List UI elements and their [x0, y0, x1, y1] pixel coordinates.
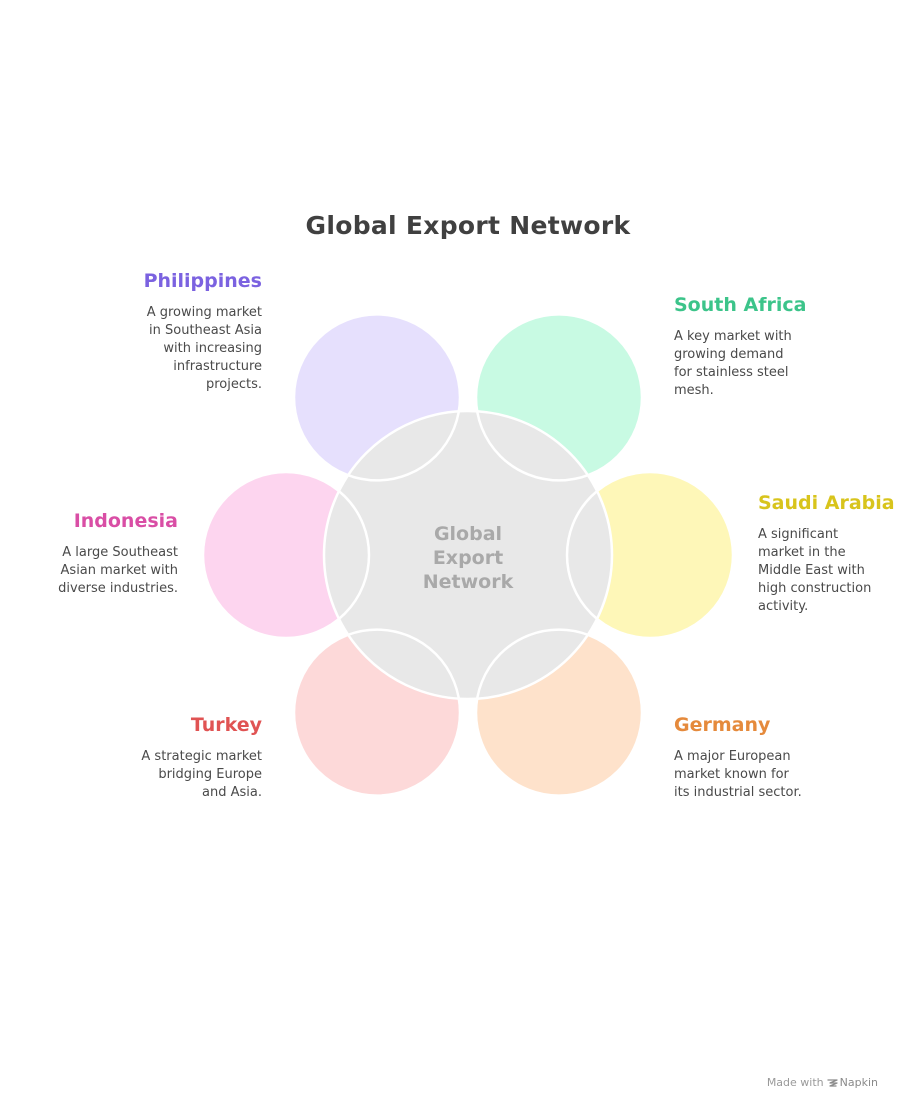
- center-circle: [322, 409, 614, 701]
- market-description: A large Southeast Asian market with dive…: [58, 545, 178, 596]
- center-label-line: Global: [433, 523, 503, 545]
- petal-outline-south-africa: [474, 313, 644, 482]
- petal-outline-turkey: [292, 628, 462, 797]
- petal-outline-saudi-arabia: [565, 470, 735, 640]
- market-south-africa: South Africa A key market with growing d…: [674, 292, 806, 400]
- market-name: South Africa: [674, 294, 807, 316]
- market-indonesia: Indonesia A large Southeast Asian market…: [58, 508, 178, 598]
- market-description: A key market with growing demand for sta…: [674, 329, 792, 398]
- petal-outline-indonesia: [201, 470, 371, 640]
- market-name: Germany: [674, 714, 771, 736]
- market-germany: Germany A major European market known fo…: [674, 712, 802, 802]
- center-label-line: Export: [432, 547, 504, 569]
- footer-brand: Napkin: [839, 1076, 878, 1089]
- market-saudi-arabia: Saudi Arabia A significant market in the…: [758, 490, 895, 616]
- market-description: A strategic market bridging Europe and A…: [141, 749, 262, 800]
- market-philippines: Philippines A growing market in Southeas…: [144, 268, 262, 394]
- market-name: Saudi Arabia: [758, 492, 895, 514]
- market-name: Indonesia: [73, 510, 178, 532]
- made-with-napkin-credit[interactable]: Made with Napkin: [767, 1076, 878, 1089]
- petal-saudi-arabia: [567, 472, 733, 638]
- center-label-line: Network: [422, 571, 514, 593]
- center-label: Global Export Network: [388, 522, 548, 594]
- market-name: Turkey: [190, 714, 262, 736]
- market-description: A major European market known for its in…: [674, 749, 802, 800]
- napkin-logo-icon: [826, 1079, 838, 1087]
- petal-outline-philippines: [292, 313, 462, 482]
- market-description: A growing market in Southeast Asia with …: [146, 305, 262, 392]
- footer-prefix: Made with: [766, 1076, 824, 1089]
- diagram-title: Global Export Network: [305, 211, 631, 240]
- market-description: A significant market in the Middle East …: [758, 527, 872, 614]
- petal-indonesia: [203, 472, 369, 638]
- market-turkey: Turkey A strategic market bridging Europ…: [141, 712, 262, 802]
- petal-outline-germany: [474, 628, 644, 797]
- market-name: Philippines: [143, 270, 262, 292]
